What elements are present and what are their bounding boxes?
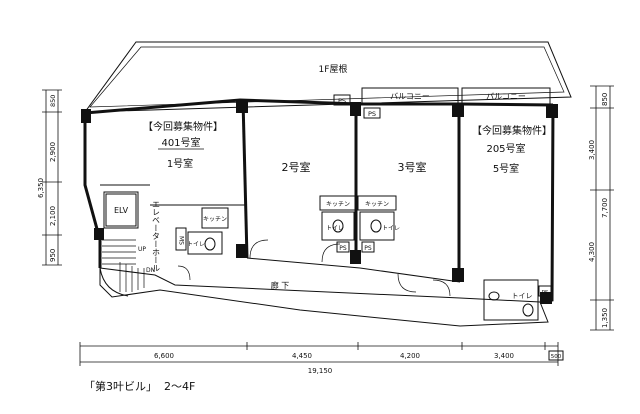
toilet-bowl-icon <box>522 303 534 317</box>
roof-outline <box>83 41 572 113</box>
kitchen-area <box>201 207 229 229</box>
exterior-wall-top <box>84 98 554 115</box>
room5-recruit-label: 【今回募集物件】 <box>472 124 552 137</box>
toilet-room <box>187 231 223 255</box>
bottom-dim-label: 4,200 <box>400 352 420 360</box>
corridor-label: 廊 下 <box>271 280 290 290</box>
room2-name: 2号室 <box>282 160 311 174</box>
left-dim-label: 2,100 <box>49 206 57 226</box>
right-dim-label: 850 <box>601 93 609 106</box>
stairs-down-label: DN <box>146 267 155 274</box>
ps-box <box>333 94 351 106</box>
right-dim-label: 3,400 <box>588 140 596 160</box>
toilet-bowl-icon <box>332 219 344 233</box>
ps-label: PS <box>542 290 549 296</box>
right-dim-label: 4,300 <box>588 242 596 262</box>
room1-number: 401号室 <box>161 136 200 149</box>
toilet-room <box>483 279 539 321</box>
stairs-up-label: UP <box>138 246 146 253</box>
elevator-car <box>105 193 137 227</box>
column <box>236 244 248 258</box>
room5-name: 5号室 <box>493 162 519 175</box>
kitchen-area <box>357 195 397 211</box>
left-dim-label: 6,350 <box>37 178 45 198</box>
ms-label: MS <box>178 236 185 245</box>
ps-label: PS <box>339 245 347 252</box>
room5-number: 205号室 <box>486 142 525 155</box>
door-swing <box>397 273 417 293</box>
room3-name: 3号室 <box>398 160 427 174</box>
left-dim-label: 850 <box>49 95 57 107</box>
balcony-label-1: バルコニー <box>390 92 430 101</box>
column <box>540 292 552 304</box>
bottom-dim-label: 3,400 <box>494 352 514 360</box>
column <box>81 109 91 123</box>
ps-label: PS <box>368 110 376 118</box>
right-dim-label: 7,700 <box>601 198 609 218</box>
sink-icon <box>488 291 500 301</box>
kitchen-label: キッチン <box>326 201 350 208</box>
room1-name: 1号室 <box>167 157 193 170</box>
toilet-label: トイレ <box>382 225 400 232</box>
wall-room3-bottom <box>359 267 461 283</box>
toilet-bowl-icon <box>370 219 382 233</box>
ps-label: PS <box>338 97 346 105</box>
ps-label: PS <box>364 245 372 252</box>
building-caption: 「第3叶ビル」 2～4F <box>84 380 196 393</box>
toilet-label: トイレ <box>326 225 344 232</box>
exterior-wall-left <box>83 113 102 268</box>
column <box>94 228 104 240</box>
ps-box <box>363 107 381 119</box>
roof-label: 1F屋根 <box>319 63 348 75</box>
door-swing <box>432 279 451 297</box>
toilet-label: トイレ <box>512 292 533 300</box>
toilet-room <box>321 211 355 241</box>
column <box>452 268 464 282</box>
left-dim-label: 950 <box>49 249 57 262</box>
building-footprint-lower <box>99 267 549 327</box>
ps-box <box>361 241 375 253</box>
kitchen-label: キッチン <box>203 216 227 223</box>
kitchen-label: キッチン <box>365 201 389 208</box>
column <box>236 99 248 113</box>
bottom-dim-label: 500 <box>551 354 562 360</box>
toilet-room <box>359 211 395 241</box>
staircase <box>99 239 145 297</box>
left-dim-label: 2,900 <box>49 142 57 162</box>
door-swing <box>321 243 341 263</box>
column <box>350 250 361 264</box>
elevator-shaft <box>103 191 139 229</box>
roof-inner-outline <box>89 46 565 108</box>
kitchen-area <box>319 195 357 211</box>
small-dim-box <box>548 350 564 361</box>
door-swing <box>177 265 191 281</box>
balcony-label-2: バルコニー <box>486 92 526 101</box>
ps-box <box>336 241 350 253</box>
column <box>546 104 558 118</box>
ms-box <box>175 227 187 251</box>
bottom-dim-label: 4,450 <box>292 352 312 360</box>
ps-box <box>538 285 552 297</box>
elv-label: ELV <box>114 206 129 215</box>
wall-room2-bottom <box>246 257 361 269</box>
toilet-label: トイレ <box>187 241 205 248</box>
column <box>350 102 361 116</box>
bottom-dim-label: 6,600 <box>154 352 174 360</box>
room1-recruit-label: 【今回募集物件】 <box>143 120 223 133</box>
door-swing <box>249 239 269 259</box>
toilet-bowl-icon <box>204 237 216 251</box>
bottom-total-dim-label: 19,150 <box>308 367 333 375</box>
wall-room1-room2 <box>241 99 249 259</box>
column <box>452 103 464 117</box>
elevator-hall-label: エレベーターホール <box>152 200 161 272</box>
right-dim-label: 1,350 <box>601 308 609 328</box>
